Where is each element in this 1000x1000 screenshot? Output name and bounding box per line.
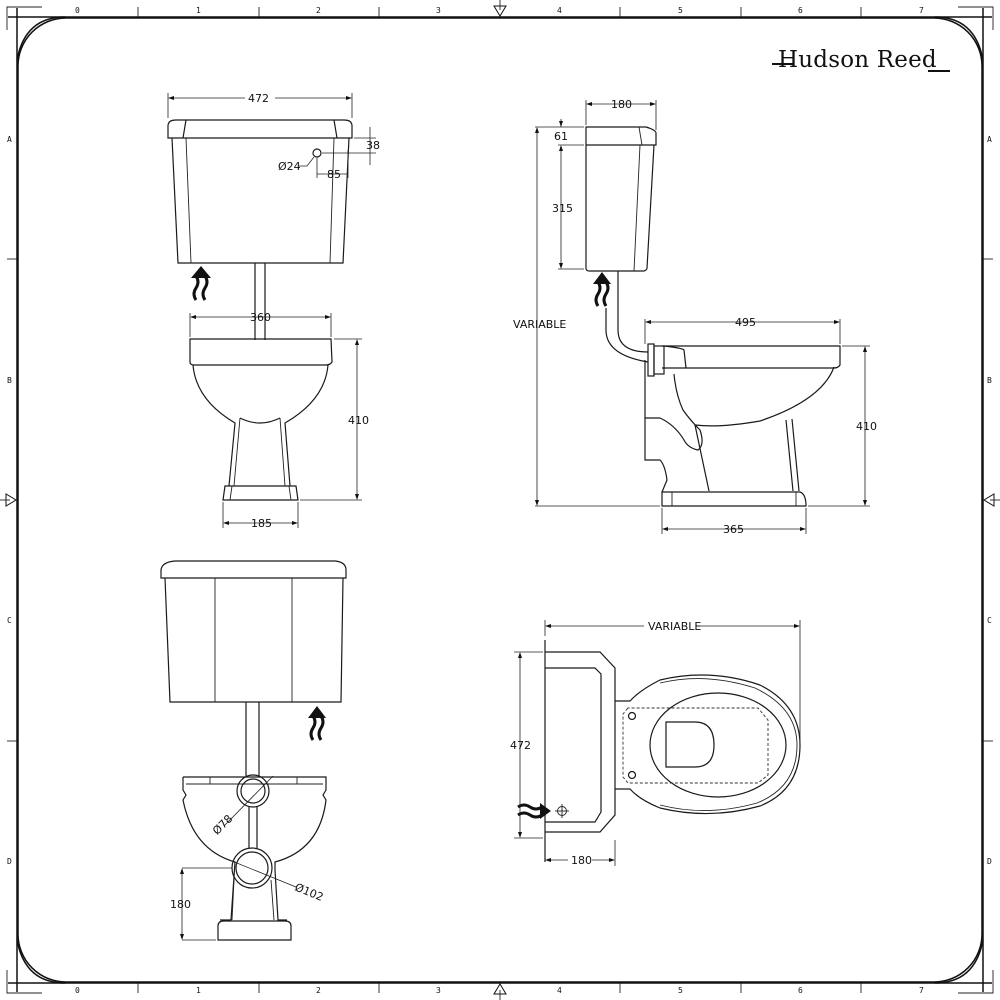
svg-text:315: 315 — [552, 202, 573, 215]
plan-view-dimensions: VARIABLE 472 180 — [510, 620, 801, 867]
svg-text:472: 472 — [510, 739, 531, 752]
svg-text:495: 495 — [735, 316, 756, 329]
svg-text:6: 6 — [798, 986, 803, 995]
bottom-ruler — [137, 983, 862, 1000]
svg-text:472: 472 — [248, 92, 269, 105]
svg-text:B: B — [7, 376, 12, 385]
svg-text:180: 180 — [611, 98, 632, 111]
front-pan-drawing — [189, 338, 333, 501]
svg-text:D: D — [7, 857, 12, 866]
rear-view-drawing — [160, 560, 347, 941]
svg-text:C: C — [7, 616, 12, 625]
svg-text:180: 180 — [571, 854, 592, 867]
svg-text:5: 5 — [678, 986, 683, 995]
front-cistern-drawing — [167, 119, 353, 340]
svg-text:185: 185 — [251, 517, 272, 530]
svg-text:Ø102: Ø102 — [293, 881, 325, 904]
plan-water-inlet-arrow-icon — [517, 803, 551, 819]
svg-text:85: 85 — [327, 168, 341, 181]
svg-text:410: 410 — [856, 420, 877, 433]
svg-text:38: 38 — [366, 139, 380, 152]
side-water-inlet-arrow-icon — [593, 272, 611, 307]
svg-text:61: 61 — [554, 130, 568, 143]
crosshair-icon — [555, 804, 569, 818]
svg-text:A: A — [987, 135, 992, 144]
svg-text:3: 3 — [436, 986, 441, 995]
svg-text:360: 360 — [250, 311, 271, 324]
drawing-frame — [6, 6, 994, 994]
water-inlet-arrow-icon — [191, 266, 211, 301]
svg-text:4: 4 — [557, 986, 562, 995]
top-ruler — [137, 0, 862, 17]
ruler-labels: 0 1 2 3 4 5 6 7 0 1 2 3 4 5 6 7 A B C D … — [7, 6, 992, 995]
rear-water-inlet-arrow-icon — [308, 706, 326, 741]
svg-text:1: 1 — [196, 6, 201, 15]
svg-text:2: 2 — [316, 6, 321, 15]
svg-text:3: 3 — [436, 6, 441, 15]
svg-text:B: B — [987, 376, 992, 385]
svg-text:Ø24: Ø24 — [278, 160, 301, 173]
brand-logo: Hudson Reed — [778, 47, 937, 73]
svg-text:VARIABLE: VARIABLE — [648, 620, 701, 633]
svg-text:6: 6 — [798, 6, 803, 15]
logo-rule-right — [928, 70, 950, 72]
plan-view-drawing — [544, 640, 801, 862]
svg-text:180: 180 — [170, 898, 191, 911]
svg-text:410: 410 — [348, 414, 369, 427]
front-pan-dimensions: 360 410 185 — [189, 311, 369, 530]
rear-view-dimensions: Ø78 Ø102 180 — [170, 775, 325, 941]
logo-rule-left — [772, 63, 794, 65]
svg-text:0: 0 — [75, 986, 80, 995]
svg-text:7: 7 — [919, 6, 924, 15]
svg-text:4: 4 — [557, 6, 562, 15]
svg-text:D: D — [987, 857, 992, 866]
left-ruler — [0, 258, 17, 742]
svg-text:1: 1 — [196, 986, 201, 995]
svg-text:VARIABLE: VARIABLE — [513, 318, 566, 331]
svg-text:0: 0 — [75, 6, 80, 15]
svg-text:A: A — [7, 135, 12, 144]
svg-text:7: 7 — [919, 986, 924, 995]
svg-text:2: 2 — [316, 986, 321, 995]
svg-text:365: 365 — [723, 523, 744, 536]
svg-text:5: 5 — [678, 6, 683, 15]
right-ruler — [983, 258, 1000, 742]
front-cistern-dimensions: 472 38 85 Ø24 — [167, 92, 380, 181]
side-view-drawing — [585, 126, 841, 507]
svg-text:C: C — [987, 616, 992, 625]
side-view-dimensions: 180 61 315 VARIABLE 495 410 365 — [513, 98, 877, 536]
svg-text:Ø78: Ø78 — [210, 812, 235, 837]
